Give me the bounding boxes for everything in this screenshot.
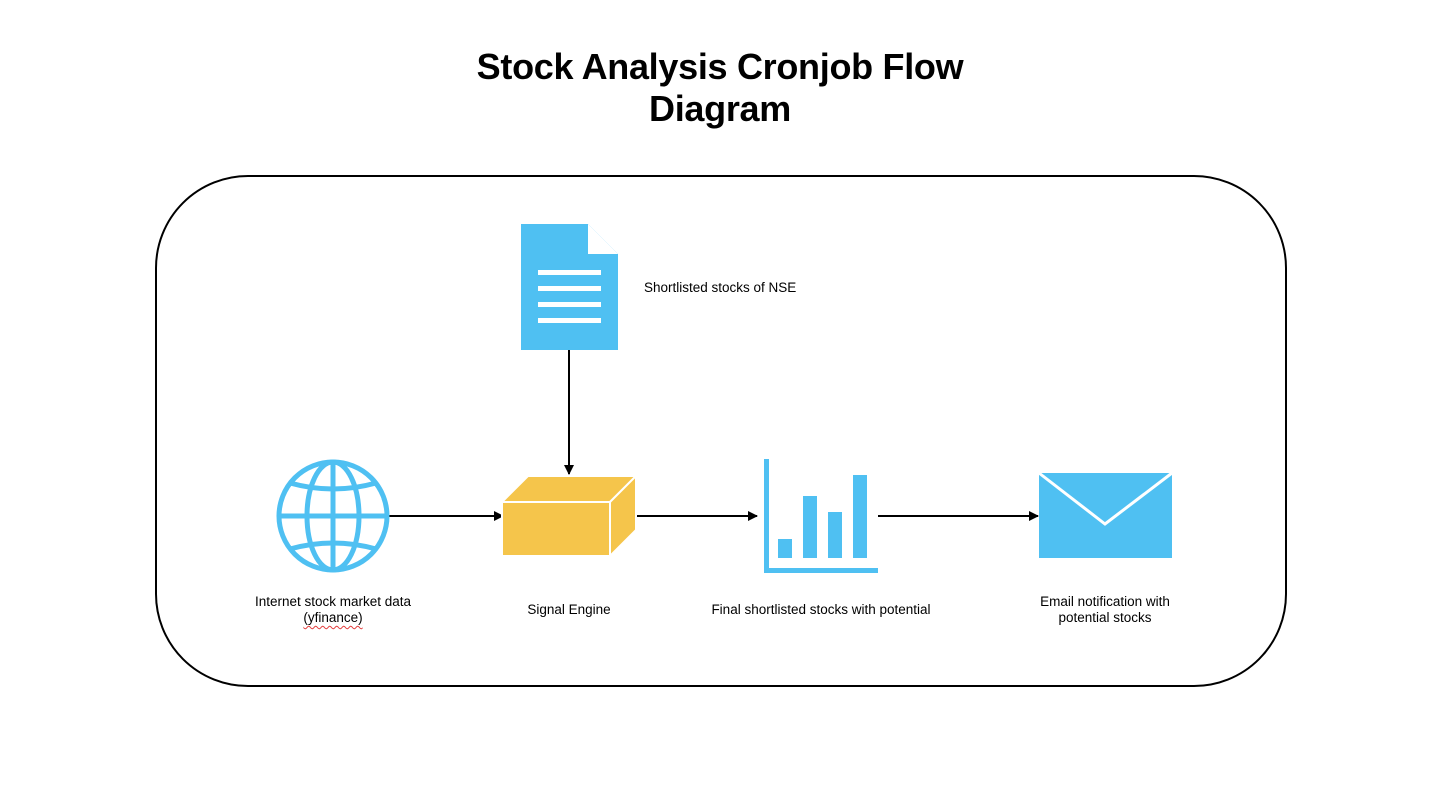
- document-label: Shortlisted stocks of NSE: [644, 280, 844, 296]
- document-icon: [521, 224, 618, 350]
- email-label: Email notification with potential stocks: [1005, 594, 1205, 626]
- engine-label-text: Signal Engine: [527, 602, 611, 617]
- internet-label: Internet stock market data (yfinance): [233, 594, 433, 626]
- email-label-line-2: potential stocks: [1058, 610, 1152, 625]
- container-frame: [155, 175, 1287, 687]
- diagram-title-line-2: Diagram: [649, 88, 791, 129]
- engine-label: Signal Engine: [494, 602, 644, 618]
- diagram-title: Stock Analysis Cronjob Flow Diagram: [420, 46, 1020, 130]
- internet-label-line-1: Internet stock market data: [254, 594, 412, 609]
- envelope-icon: [1038, 471, 1173, 558]
- globe-icon: [276, 459, 390, 573]
- bar-chart-icon: [764, 459, 878, 573]
- chart-label-text: Final shortlisted stocks with potential: [711, 602, 931, 617]
- chart-label: Final shortlisted stocks with potential: [681, 602, 961, 618]
- email-label-line-1: Email notification with: [1040, 594, 1170, 609]
- internet-label-line-2: (yfinance): [233, 610, 433, 626]
- box-icon: [501, 475, 637, 557]
- diagram-title-line-1: Stock Analysis Cronjob Flow: [476, 46, 964, 87]
- document-label-text: Shortlisted stocks of NSE: [644, 280, 797, 295]
- internet-label-line-2-text: (yfinance): [303, 610, 363, 625]
